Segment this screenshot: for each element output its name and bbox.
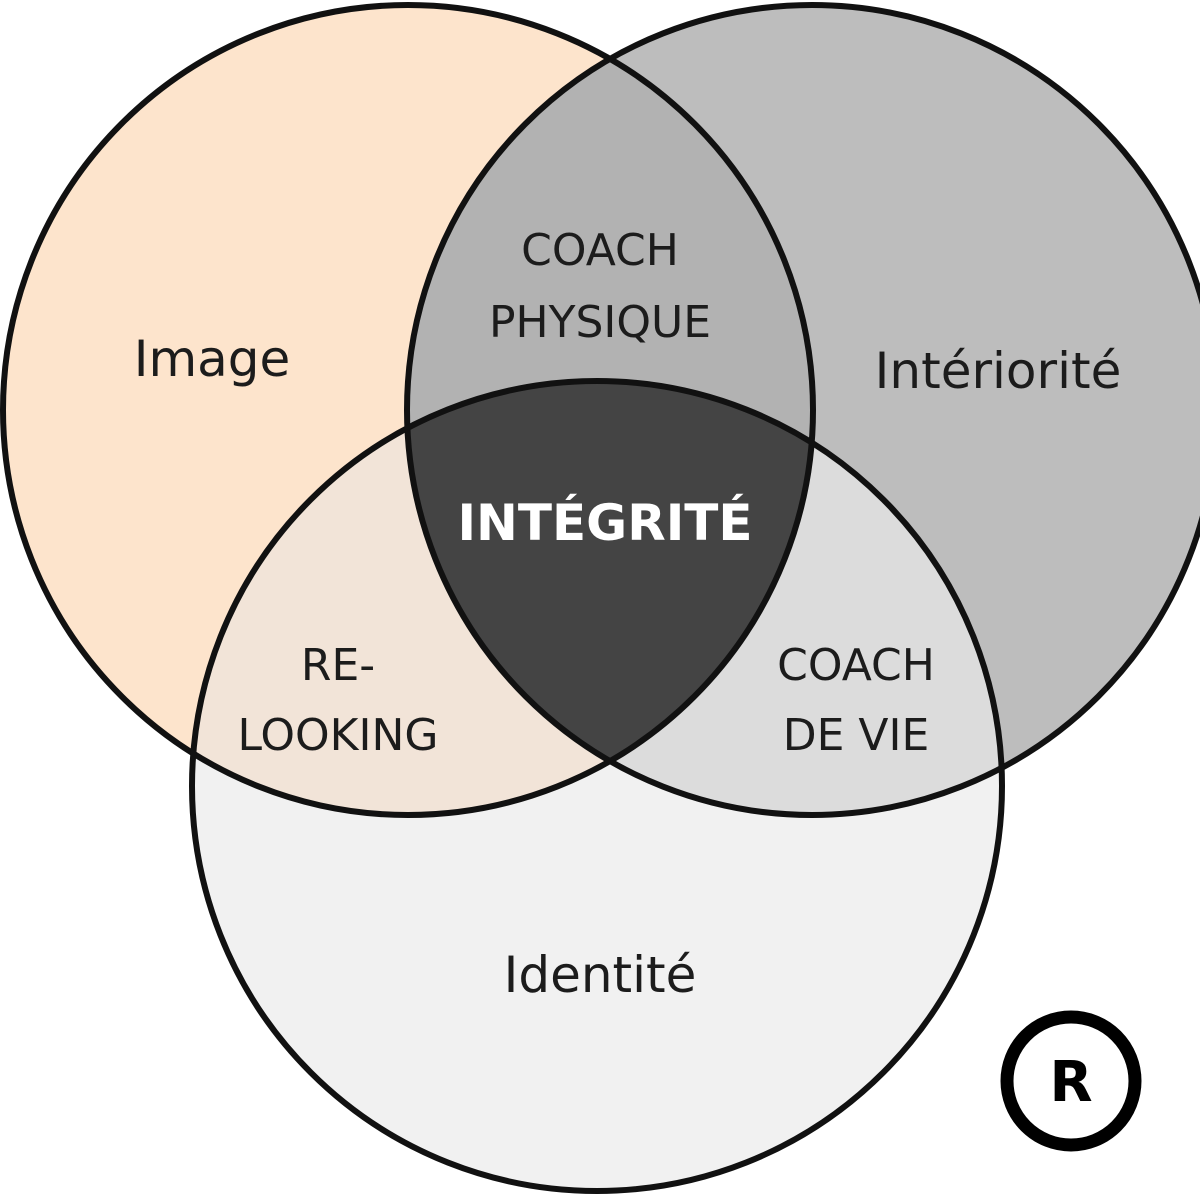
registered-mark-letter: R (1049, 1050, 1092, 1115)
label-coach-physique-line2: PHYSIQUE (489, 297, 711, 348)
outline-identite (189, 378, 1005, 1194)
label-coach-physique-line1: COACH (521, 225, 679, 276)
label-image: Image (134, 330, 291, 388)
label-interiorite: Intériorité (875, 342, 1122, 400)
label-integrite: INTÉGRITÉ (457, 493, 752, 552)
label-coach-de-vie-line2: DE VIE (783, 710, 930, 761)
outline-interiorite (404, 2, 1200, 818)
label-relooking-line1: RE- (301, 640, 375, 691)
label-identite: Identité (504, 946, 697, 1004)
label-relooking-line2: LOOKING (237, 710, 438, 761)
label-coach-de-vie-line1: COACH (777, 640, 935, 691)
outline-image (0, 2, 816, 818)
registered-mark-icon: R (1000, 1010, 1142, 1152)
